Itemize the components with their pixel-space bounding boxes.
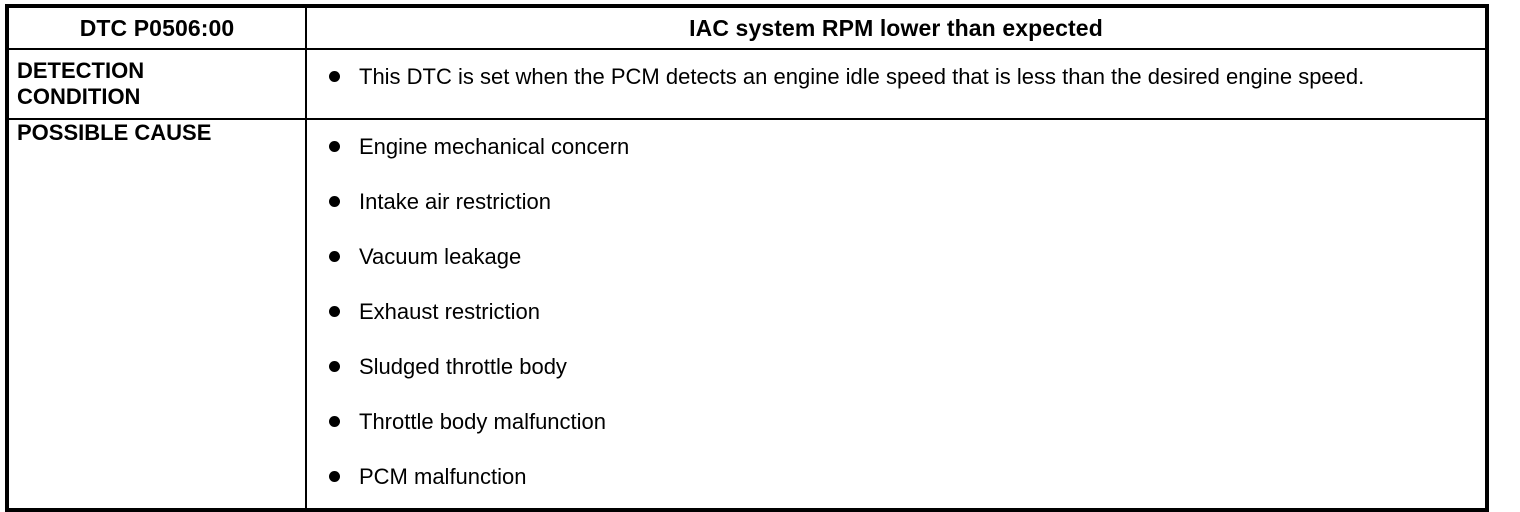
table-row-header: DTC P0506:00 IAC system RPM lower than e… — [9, 8, 1485, 50]
possible-cause-label: POSSIBLE CAUSE — [17, 120, 212, 145]
list-item: Exhaust restriction — [329, 297, 1465, 327]
list-item: Throttle body malfunction — [329, 407, 1465, 437]
detection-condition-label-cell: DETECTION CONDITION — [9, 48, 307, 120]
detection-condition-label-line1: DETECTION — [17, 58, 145, 83]
document-page: DTC P0506:00 IAC system RPM lower than e… — [5, 4, 1489, 512]
list-item: This DTC is set when the PCM detects an … — [329, 62, 1465, 92]
possible-cause-label-cell: POSSIBLE CAUSE — [9, 118, 307, 508]
list-item: Sludged throttle body — [329, 352, 1465, 382]
list-item-text: Exhaust restriction — [359, 299, 540, 324]
detection-condition-list: This DTC is set when the PCM detects an … — [329, 62, 1465, 92]
list-item-text: Vacuum leakage — [359, 244, 522, 269]
possible-cause-content-cell: Engine mechanical concern Intake air res… — [305, 118, 1485, 508]
list-item-text: Engine mechanical concern — [359, 134, 630, 159]
table-row-detection-condition: DETECTION CONDITION This DTC is set when… — [9, 48, 1485, 120]
possible-cause-list: Engine mechanical concern Intake air res… — [329, 132, 1465, 492]
bullet-point-icon — [329, 352, 359, 382]
header-code-cell: DTC P0506:00 — [9, 8, 307, 50]
bullet-point-icon — [329, 407, 359, 437]
list-item-text: PCM malfunction — [359, 464, 527, 489]
bullet-point-icon — [329, 132, 359, 162]
bullet-point-icon — [329, 297, 359, 327]
detection-condition-label-line2: CONDITION — [17, 84, 141, 109]
list-item: Engine mechanical concern — [329, 132, 1465, 162]
bullet-point-icon — [329, 187, 359, 217]
dtc-table: DTC P0506:00 IAC system RPM lower than e… — [5, 4, 1489, 512]
bullet-point-icon — [329, 62, 359, 92]
bullet-point-icon — [329, 462, 359, 492]
list-item-text: Sludged throttle body — [359, 354, 567, 379]
list-item: PCM malfunction — [329, 462, 1465, 492]
detection-condition-content-cell: This DTC is set when the PCM detects an … — [305, 48, 1485, 120]
list-item-text: Intake air restriction — [359, 189, 551, 214]
bullet-point-icon — [329, 242, 359, 272]
list-item-text: This DTC is set when the PCM detects an … — [359, 64, 1365, 89]
table-row-possible-cause: POSSIBLE CAUSE Engine mechanical concern — [9, 118, 1485, 508]
header-title-cell: IAC system RPM lower than expected — [305, 8, 1485, 50]
list-item-text: Throttle body malfunction — [359, 409, 607, 434]
list-item: Vacuum leakage — [329, 242, 1465, 272]
dtc-title-label: IAC system RPM lower than expected — [689, 14, 1103, 41]
dtc-code-label: DTC P0506:00 — [79, 14, 235, 41]
list-item: Intake air restriction — [329, 187, 1465, 217]
